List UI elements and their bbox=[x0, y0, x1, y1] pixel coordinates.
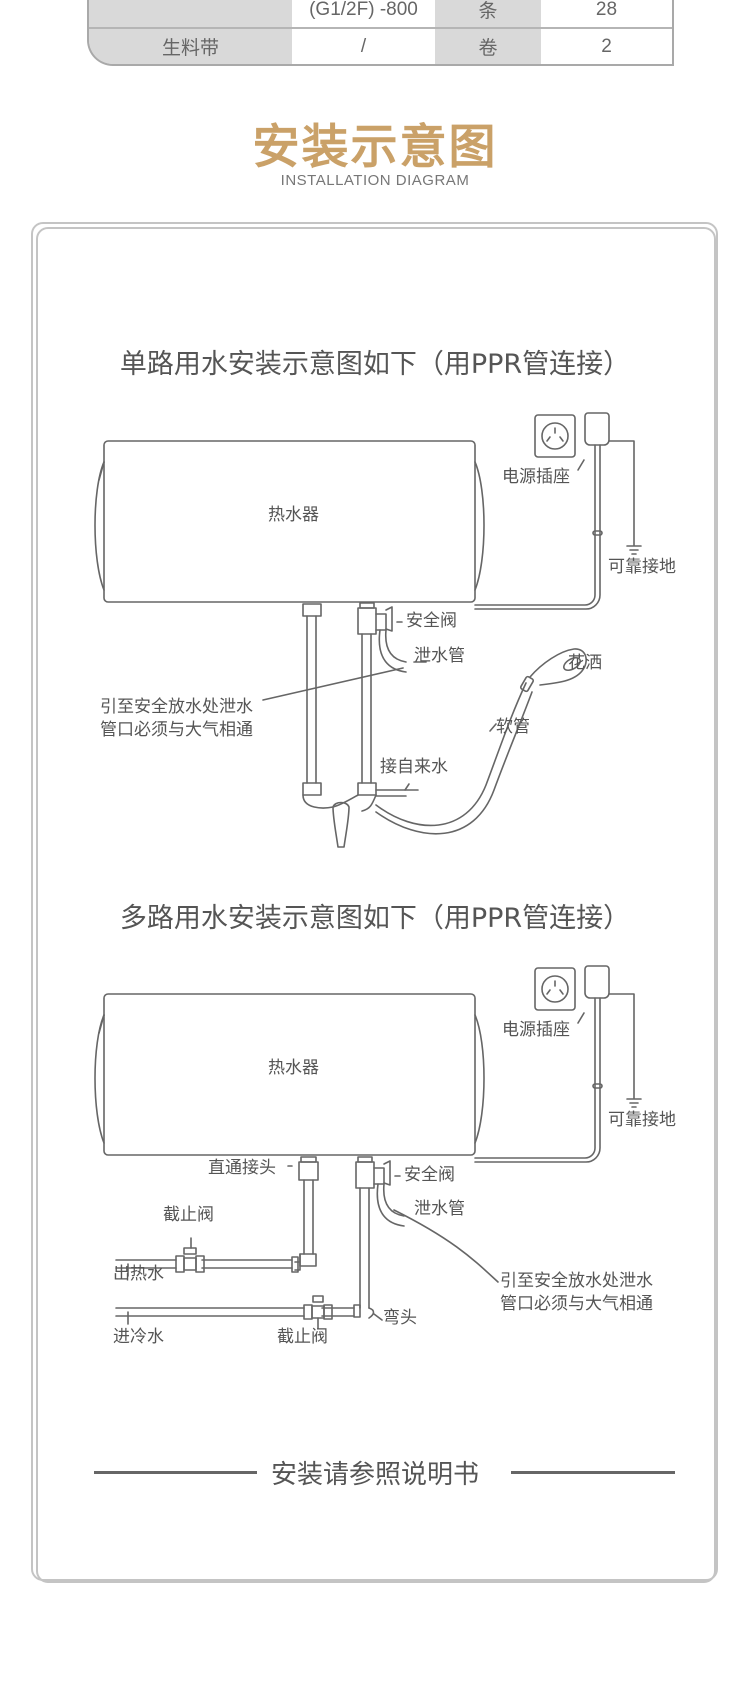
straight-joint-label: 直通接头 bbox=[208, 1158, 276, 1178]
hot-water-out-label: 出热水 bbox=[113, 1264, 164, 1284]
table-row: (G1/2F) -800 条 28 bbox=[89, 0, 672, 29]
table-cell-name: 生料带 bbox=[89, 29, 292, 64]
shower-head-label: 花洒 bbox=[568, 653, 602, 673]
socket-label: 电源插座 bbox=[502, 467, 570, 487]
power-socket-icon bbox=[474, 965, 642, 1163]
multi-pipes-icon bbox=[115, 1156, 499, 1329]
drain-note-line1: 引至安全放水处泄水 bbox=[100, 697, 253, 717]
single-diagram-heading: 单路用水安装示意图如下（用PPR管连接） bbox=[119, 349, 631, 380]
drain-note-line2: 管口必须与大气相通 bbox=[500, 1294, 653, 1314]
table-cell-qty: 2 bbox=[541, 29, 672, 64]
table-cell-unit: 卷 bbox=[435, 29, 541, 64]
ground-label: 可靠接地 bbox=[608, 557, 676, 577]
diagram-frame-inner bbox=[36, 227, 716, 1583]
footer-divider-right bbox=[511, 1471, 675, 1474]
spec-table: (G1/2F) -800 条 28 生料带 / 卷 2 bbox=[87, 0, 674, 66]
socket-label: 电源插座 bbox=[502, 1020, 570, 1040]
table-row: 生料带 / 卷 2 bbox=[89, 29, 672, 64]
table-cell-spec: / bbox=[292, 29, 435, 64]
stop-valve-bottom-label: 截止阀 bbox=[277, 1327, 328, 1347]
heater-label: 热水器 bbox=[268, 505, 319, 525]
footer-divider-left bbox=[94, 1471, 257, 1474]
hose-label: 软管 bbox=[496, 717, 530, 737]
water-heater-icon bbox=[94, 440, 485, 603]
table-cell-unit: 条 bbox=[435, 0, 541, 27]
drain-pipe-label: 泄水管 bbox=[414, 1199, 465, 1219]
table-cell-spec: (G1/2F) -800 bbox=[292, 0, 435, 27]
multi-diagram-heading: 多路用水安装示意图如下（用PPR管连接） bbox=[119, 903, 631, 934]
heater-label: 热水器 bbox=[268, 1058, 319, 1078]
safety-valve-label: 安全阀 bbox=[404, 1165, 455, 1185]
tap-water-label: 接自来水 bbox=[380, 757, 448, 777]
drain-note-line1: 引至安全放水处泄水 bbox=[500, 1271, 653, 1291]
power-socket-icon bbox=[474, 412, 642, 610]
water-heater-icon bbox=[94, 993, 485, 1156]
table-cell-name bbox=[89, 0, 292, 27]
shower-hose-icon bbox=[375, 648, 587, 835]
drain-note-line2: 管口必须与大气相通 bbox=[100, 720, 253, 740]
ground-label: 可靠接地 bbox=[608, 1110, 676, 1130]
stop-valve-top-label: 截止阀 bbox=[163, 1205, 214, 1225]
diagram-frame-outer bbox=[31, 222, 718, 1581]
drain-pipe-label: 泄水管 bbox=[414, 646, 465, 666]
section-title: 安装示意图 bbox=[252, 120, 498, 175]
cold-water-in-label: 进冷水 bbox=[113, 1327, 164, 1347]
elbow-label: 弯头 bbox=[383, 1308, 417, 1328]
pipes-icon bbox=[262, 602, 427, 848]
section-subtitle: INSTALLATION DIAGRAM bbox=[280, 172, 470, 189]
safety-valve-label: 安全阀 bbox=[406, 611, 457, 631]
footer-note: 安装请参照说明书 bbox=[270, 1460, 479, 1490]
table-cell-qty: 28 bbox=[541, 0, 672, 27]
